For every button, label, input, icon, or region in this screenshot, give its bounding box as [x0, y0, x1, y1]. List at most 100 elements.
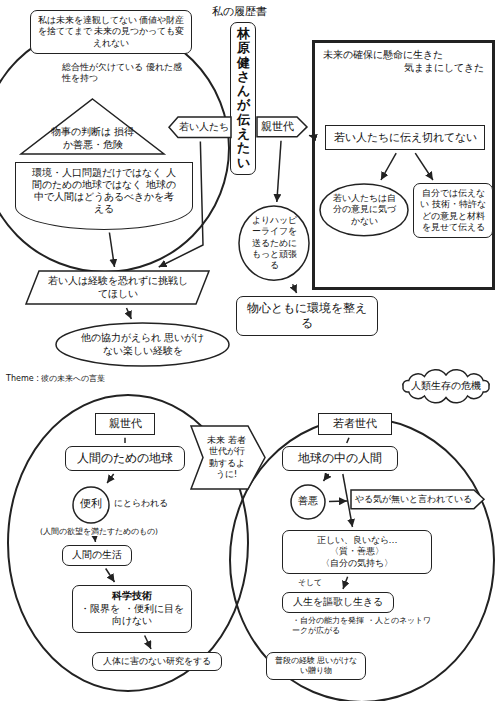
- node-text: ・限界を ・便利に目を向けない: [79, 603, 185, 628]
- node-text: 林原健さんが伝えたい: [237, 27, 250, 170]
- region-circle: [8, 395, 248, 691]
- connector: [145, 636, 151, 650]
- region-circle: [230, 418, 494, 701]
- connector: [293, 284, 297, 293]
- node-text: 普段の経験 思いがけない贈り物: [272, 656, 360, 676]
- node-text: 善悪: [290, 495, 326, 508]
- judgement-triangle: 物事の判断は 損得か善悪・危険: [20, 98, 165, 155]
- connector: [126, 308, 131, 319]
- node-text: 物事の判断は 損得か善悪・危険: [50, 126, 135, 151]
- connector: [109, 233, 114, 268]
- result-box: 人生を謳歌し生きる: [282, 592, 394, 613]
- concept-box: 人間のための地球: [65, 446, 185, 471]
- connector: [323, 474, 328, 481]
- keyword-circle: 便利: [72, 486, 110, 524]
- node-text: やる気が無いと言われている: [355, 494, 472, 505]
- connector: [347, 438, 349, 443]
- note-text: (人間の欲望を満たすためのもの): [40, 527, 158, 536]
- branch-arrow: 若い人たち: [168, 116, 232, 139]
- result-oval: 他の協力がえられ 思いがけない楽しい経験を: [55, 322, 230, 367]
- node-text: 親世代: [100, 417, 150, 431]
- node-outline-path: [56, 323, 229, 366]
- node-text: 若い人たち: [179, 121, 229, 134]
- note-oval: 若い人たちは自分の意見に気づかない: [319, 183, 409, 237]
- connector: [343, 577, 348, 589]
- node-outline-path: [239, 206, 309, 280]
- node-outline-path: [320, 184, 408, 236]
- connector: [329, 500, 347, 502]
- note-text: にとらわれる: [114, 498, 168, 509]
- node-outline-path: [351, 490, 484, 509]
- node-text: 人体に害のない研究をする: [98, 656, 216, 667]
- node-outline-path: [21, 99, 164, 154]
- node-text: 若い人は経験を恐れずに挑戦してほしい: [43, 275, 192, 300]
- node-text: 人類生存の危機: [409, 380, 483, 393]
- node-text: 若い人たちに伝え切れてない: [332, 131, 478, 144]
- note-text: 総合性が欠けている 優れた感性を持つ: [62, 62, 188, 85]
- node-text: 未来の確保に懸命に生きた: [323, 49, 484, 62]
- gift-box: 普段の経験 思いがけない贈り物: [266, 652, 366, 680]
- node-text: 人間のための地球: [72, 451, 178, 466]
- connector: [309, 135, 311, 137]
- connector: [107, 474, 114, 483]
- goal-oval: よりハッピーライフを送るためにもっと頑張る: [238, 205, 310, 281]
- transition-chevron: 未来 若者世代が行動するように!: [190, 425, 266, 490]
- board-panel: 未来の確保に懸命に生きた気ままにしてきた若い人たちに伝え切れてない若い人たちは自…: [312, 40, 495, 290]
- concept-box: 科学技術・限界を ・便利に目を向けない: [72, 585, 192, 633]
- message-parallelogram: 若い人は経験を恐れずに挑戦してほしい: [25, 270, 210, 305]
- quote-box: 私は未来を達観してない 価値や財産を捨ててまで 未来の見つかっても変えれない: [30, 10, 192, 54]
- node-text: 親世代: [260, 120, 295, 134]
- connector: [106, 569, 115, 583]
- node-text: 若い人たちは自分の意見に気づかない: [332, 193, 396, 227]
- node-text: 自分では伝えない 技術・特許などの意見と材料を見せて伝える: [419, 188, 487, 233]
- node-outline-path: [291, 485, 325, 519]
- node-text: 正しい、良いなら…: [289, 535, 425, 546]
- connector: [124, 438, 126, 443]
- branch-arrow: 親世代: [256, 116, 308, 138]
- node-text: 未来 若者世代が行動するように!: [207, 435, 246, 480]
- node-text: 他の協力がえられ 思いがけない楽しい経験を: [77, 332, 208, 357]
- node-text: よりハッピーライフを送るためにもっと頑張る: [249, 215, 299, 271]
- connector: [415, 153, 433, 180]
- concept-box: 人間の生活: [62, 545, 132, 566]
- node-text: 人間の生活: [67, 549, 127, 562]
- node-text: 環境・人口問題だけではなく 人間のための地球ではなく 地球の中で人間はどうあるべ…: [30, 167, 178, 215]
- condition-box: 正しい、良いなら…〈質・善悪〉〈自分の気持ち〉: [282, 530, 432, 574]
- connector: [381, 153, 396, 180]
- note-text: Theme : 彼の未来への言葉: [6, 374, 105, 384]
- title: 私の履歴書: [212, 4, 267, 19]
- warning-cloud: 人類生存の危機: [398, 370, 494, 403]
- node-text: 地球の中の人間: [289, 451, 391, 466]
- node-outline-path: [191, 426, 265, 489]
- message-box: 若い人たちに伝え切れてない: [325, 125, 485, 150]
- concept-box: 地球の中の人間: [282, 446, 398, 471]
- node-outline-path: [26, 271, 209, 304]
- node-outline-path: [257, 117, 307, 137]
- region-circle: [0, 24, 229, 272]
- action-box: 人体に害のない研究をする: [92, 652, 222, 671]
- node-text: 若者世代: [323, 417, 387, 431]
- node-text: 便利: [72, 497, 110, 511]
- node-text: 人生を謳歌し生きる: [288, 596, 388, 609]
- remark-arrow: やる気が無いと言われている: [350, 489, 485, 510]
- key-phrase: 物心ともに環境を整える: [236, 296, 378, 336]
- node-text: 物心ともに環境を整える: [243, 301, 371, 331]
- node-text: 気ままにしてきた: [323, 62, 484, 75]
- connector: [277, 141, 281, 202]
- node-text: 〈質・善悪〉: [289, 546, 425, 557]
- note-box: 自分では伝えない 技術・特許などの意見と材料を見せて伝える: [413, 183, 493, 238]
- node-text: 科学技術: [79, 590, 185, 603]
- node-text: 私は未来を達観してない 価値や財産を捨ててまで 未来の見つかっても変えれない: [36, 15, 186, 49]
- node-text: 〈自分の気持ち〉: [289, 558, 425, 569]
- node-outline-path: [73, 487, 109, 523]
- node-outline-path: [403, 370, 489, 403]
- bowl-band: 環境・人口問題だけではなく 人間のための地球ではなく 地球の中で人間はどうあるべ…: [15, 162, 193, 230]
- heading-box: 若者世代: [318, 413, 392, 435]
- vertical-title-box: 林原健さんが伝えたい: [230, 22, 256, 175]
- keyword-circle: 善悪: [290, 484, 326, 520]
- node-outline-path: [169, 117, 231, 138]
- heading-box: 親世代: [95, 413, 155, 435]
- note-text: ・自分の能力を発揮 ・人とのネットワークが広がる: [292, 616, 432, 636]
